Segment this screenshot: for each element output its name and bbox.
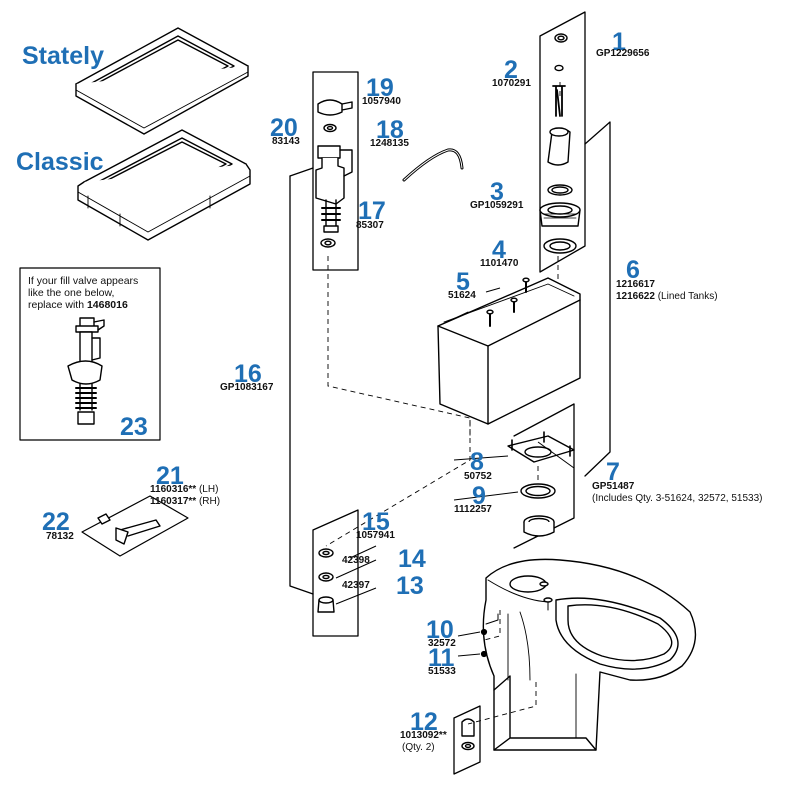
callout-11: 11 — [428, 644, 455, 672]
part-code-15: 1057941 — [356, 530, 395, 541]
stately-lid-drawing — [75, 27, 249, 135]
part-12-qty: (Qty. 2) — [402, 742, 435, 753]
fill-valve-drawing — [315, 145, 353, 248]
part-code-7: GP51487 — [592, 481, 635, 492]
callout-15: 15 — [362, 508, 390, 536]
part-code-19: 1057940 — [362, 96, 401, 107]
callout-22: 22 — [42, 508, 70, 536]
callout-13: 13 — [396, 572, 424, 600]
callout-7: 7 — [606, 458, 620, 486]
fill-valve-note-box — [19, 267, 161, 441]
part-code-21-lh: 1160316** (LH) — [150, 484, 219, 495]
note-line-1: If your fill valve appears — [28, 275, 139, 287]
callout-16: 16 — [234, 360, 262, 388]
callout-4: 4 — [492, 236, 506, 264]
part-code-11: 51533 — [428, 666, 456, 677]
callout-9: 9 — [472, 482, 486, 510]
part-code-21-rh: 1160317** (RH) — [150, 496, 221, 507]
part-code-1: GP1229656 — [596, 48, 650, 59]
classic-lid-drawing — [77, 129, 251, 241]
note-line-2: like the one below, — [28, 287, 115, 299]
callout-10: 10 — [426, 616, 454, 644]
part-code-18: 1248135 — [370, 138, 409, 149]
callout-12: 12 — [410, 708, 438, 736]
part-code-5: 51624 — [448, 290, 476, 301]
old-fill-valve-drawing — [67, 317, 105, 425]
part-code-14: 42398 — [342, 555, 370, 566]
stately-lid-label: Stately — [22, 42, 104, 70]
part-code-10: 32572 — [428, 638, 456, 649]
part-code-8: 50752 — [464, 471, 492, 482]
callout-18: 18 — [376, 116, 404, 144]
part-code-16: GP1083167 — [220, 382, 274, 393]
part-code-17: 85307 — [356, 220, 384, 231]
part-code-13: 42397 — [342, 580, 370, 591]
part-code-9: 1112257 — [454, 504, 492, 515]
callout-23: 23 — [120, 413, 148, 441]
callout-8: 8 — [470, 448, 484, 476]
callout-1: 1 — [612, 28, 626, 56]
part-7-includes-note: (Includes Qty. 3-51624, 32572, 51533) — [592, 493, 763, 504]
callout-14: 14 — [398, 545, 426, 573]
callout-2: 2 — [504, 56, 518, 84]
callout-19: 19 — [366, 74, 394, 102]
bowl-drawing — [482, 558, 697, 751]
callout-3: 3 — [490, 178, 504, 206]
callout-20: 20 — [270, 114, 298, 142]
callout-17: 17 — [358, 197, 386, 225]
part-code-22: 78132 — [46, 531, 74, 542]
callout-5: 5 — [456, 268, 470, 296]
tank-drawing — [437, 277, 581, 425]
part-code-3: GP1059291 — [470, 200, 524, 211]
part-code-4: 1101470 — [480, 258, 519, 269]
part-code-6-lined: 1216622 (Lined Tanks) — [616, 291, 718, 302]
note-line-3: replace with 1468016 — [28, 299, 128, 311]
part-code-2: 1070291 — [492, 78, 531, 89]
part-code-12: 1013092** — [400, 730, 447, 741]
callout-6: 6 — [626, 256, 640, 284]
part-code-20: 83143 — [272, 136, 300, 147]
callout-21: 21 — [156, 462, 184, 490]
part-code-6: 1216617 — [616, 279, 655, 290]
classic-lid-label: Classic — [16, 148, 104, 176]
